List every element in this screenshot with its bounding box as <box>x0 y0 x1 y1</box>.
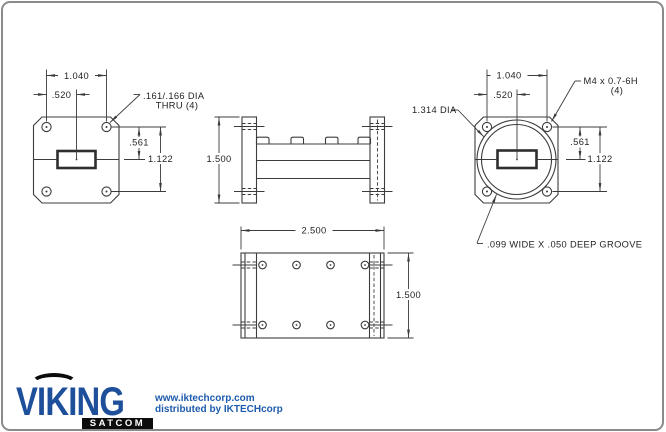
distributor-info: www.iktechcorp.com distributed by IKTECH… <box>155 393 283 415</box>
groove-thread-note-line2: (4) <box>611 86 623 96</box>
logo-satcom-bar: SATCOM <box>82 418 153 429</box>
front-hole-span-dim: 1.122 <box>148 154 173 164</box>
front-flange-holes <box>41 121 112 197</box>
front-center-offset-dim: .561 <box>129 138 149 148</box>
plan-width-dim: 1.500 <box>396 290 421 300</box>
side-body <box>255 136 372 180</box>
groove-hole-span-dim: 1.122 <box>587 154 612 164</box>
groove-thread-note-line1: M4 x 0.7-6H <box>584 76 638 86</box>
plan-flange-edges <box>244 253 382 338</box>
front-center-dot <box>75 158 78 161</box>
groove-depth-note: .099 WIDE X .050 DEEP GROOVE <box>487 240 642 250</box>
plan-outline <box>240 252 385 339</box>
plan-holes <box>258 260 370 330</box>
side-height-dim: 1.500 <box>206 154 231 164</box>
plan-view: 2.500 1.500 <box>232 225 424 339</box>
groove-dia-note: 1.314 DIA <box>412 105 457 115</box>
logo-arc-icon <box>30 373 78 395</box>
front-centerlines <box>33 89 119 160</box>
groove-width-dim: 1.040 <box>496 71 521 81</box>
groove-flange-view: 1.040 .520 M4 x 0.7-6H (4) 1.314 DIA .56… <box>412 69 642 250</box>
groove-half-width-dim: .520 <box>493 90 513 100</box>
groove-flange-holes <box>481 121 553 197</box>
plan-hidden-hole-lines <box>232 261 393 329</box>
side-hidden-hole-lines <box>234 123 393 195</box>
front-flange-view: 1.040 .520 .161/.166 DIA THRU (4) .561 1… <box>32 69 205 204</box>
front-width-dim: 1.040 <box>64 71 89 81</box>
front-dimensions <box>33 69 166 192</box>
groove-centerlines <box>475 89 558 160</box>
plan-length-dim: 2.500 <box>301 226 326 236</box>
distributor-line: distributed by IKTECHcorp <box>155 404 283 415</box>
side-view: 1.500 <box>203 116 393 204</box>
distributor-website: www.iktechcorp.com <box>155 393 255 404</box>
front-hole-note-line2: THRU (4) <box>156 101 199 111</box>
groove-center-offset-dim: .561 <box>570 137 590 147</box>
front-hole-note-line1: .161/.166 DIA <box>143 91 205 101</box>
logo-sub-brand-text: SATCOM <box>89 418 146 429</box>
groove-center-dot <box>516 158 518 161</box>
logo-brand-text: VIKING <box>16 380 125 424</box>
front-half-width-dim: .520 <box>52 90 72 100</box>
plan-dimensions <box>240 226 414 339</box>
